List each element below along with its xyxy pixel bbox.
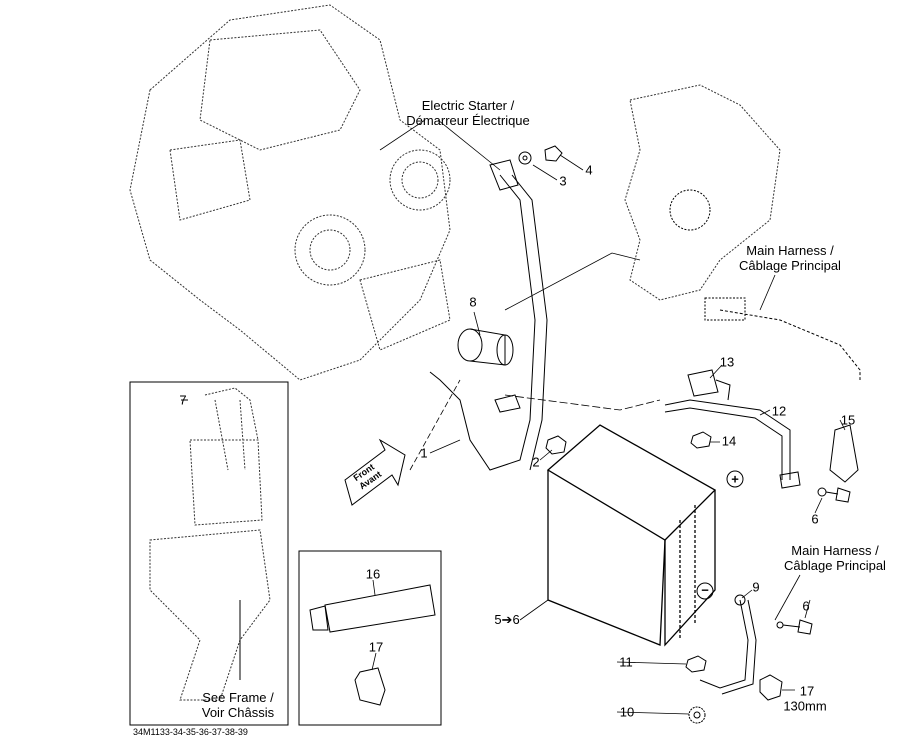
cable-tie bbox=[354, 667, 386, 706]
callout-1: 1 bbox=[420, 445, 428, 461]
callout-8: 8 bbox=[469, 294, 477, 310]
length-label: 130mm bbox=[783, 698, 827, 714]
negative-cable bbox=[699, 599, 757, 695]
grease-tube bbox=[309, 584, 436, 633]
starter-solenoid bbox=[457, 328, 514, 366]
callout-11: 11 bbox=[619, 654, 633, 670]
label-line: Voir Châssis bbox=[201, 705, 275, 720]
callout-17: 17 bbox=[368, 639, 384, 655]
callout-6: 6 bbox=[811, 511, 819, 527]
callout-5-6: 5➔6 bbox=[494, 612, 520, 627]
engine-illustration bbox=[129, 4, 451, 381]
main-harness-wire bbox=[719, 309, 861, 380]
frame-bracket bbox=[624, 84, 781, 301]
callout-7: 7 bbox=[179, 392, 187, 408]
callout-2: 2 bbox=[532, 454, 540, 470]
positive-cable bbox=[664, 399, 791, 480]
negative-terminal-symbol: − bbox=[701, 582, 709, 598]
drawing-number: 34M1133-34-35-36-37-38-39 bbox=[133, 727, 248, 737]
inset-consumables bbox=[298, 550, 442, 726]
callout-16: 16 bbox=[365, 566, 381, 582]
callout-15: 15 bbox=[840, 412, 856, 428]
callout-10: 10 bbox=[619, 704, 635, 720]
starter-cable bbox=[429, 174, 548, 471]
see-frame-label: See Frame / Voir Châssis bbox=[202, 690, 274, 720]
callout-6: 6 bbox=[802, 598, 810, 614]
label-line: Main Harness / bbox=[791, 543, 879, 558]
callout-14: 14 bbox=[721, 433, 737, 449]
electric-starter-label: Electric Starter / Démarreur Électrique bbox=[406, 98, 530, 128]
label-line: Câblage Principal bbox=[739, 258, 841, 273]
label-line: Démarreur Électrique bbox=[406, 113, 530, 128]
main-harness-label-bottom: Main Harness / Câblage Principal bbox=[784, 543, 886, 573]
inset-frame-detail bbox=[129, 381, 289, 726]
callout-9: 9 bbox=[752, 579, 760, 595]
battery bbox=[546, 424, 717, 647]
callout-3: 3 bbox=[559, 173, 567, 189]
callout-17: 17 bbox=[799, 683, 815, 699]
callout-12: 12 bbox=[771, 403, 787, 419]
label-line: Main Harness / bbox=[746, 243, 834, 258]
main-harness-label-top: Main Harness / Câblage Principal bbox=[739, 243, 841, 273]
label-line: See Frame / bbox=[202, 690, 274, 705]
front-arrow-shape bbox=[344, 438, 406, 506]
callout-4: 4 bbox=[585, 162, 593, 178]
label-line: Electric Starter / bbox=[421, 98, 515, 113]
callout-13: 13 bbox=[719, 354, 735, 370]
positive-terminal-symbol: + bbox=[731, 471, 739, 487]
label-line: Câblage Principal bbox=[784, 558, 886, 573]
